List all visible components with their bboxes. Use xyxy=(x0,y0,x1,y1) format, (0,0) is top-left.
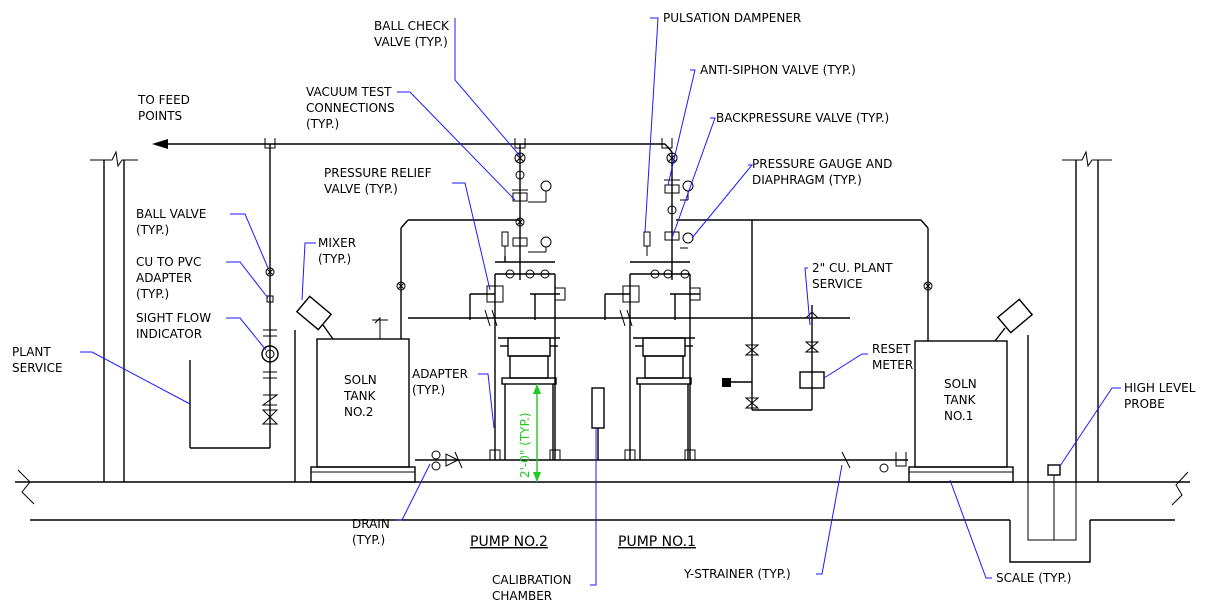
label-pump1: PUMP NO.1 xyxy=(618,534,696,550)
label-drain: DRAIN xyxy=(352,517,390,531)
label-tank1-3: NO.1 xyxy=(944,409,973,423)
mixer-2 xyxy=(295,295,334,340)
mixer-1 xyxy=(994,298,1034,342)
label-high-level: HIGH LEVEL xyxy=(1124,381,1196,395)
label-vacuum-test-2: CONNECTIONS xyxy=(306,101,395,115)
label-adapter: ADAPTER xyxy=(412,367,468,381)
calibration-chamber xyxy=(591,387,605,460)
suction-header xyxy=(415,449,908,473)
plant-service-right xyxy=(722,220,825,411)
label-scale: SCALE (TYP.) xyxy=(996,571,1072,585)
label-gauge-2: DIAPHRAGM (TYP.) xyxy=(752,173,862,187)
label-vacuum-test-3: (TYP.) xyxy=(306,117,339,131)
label-mixer-2: (TYP.) xyxy=(318,252,351,266)
label-tank1-2: TANK xyxy=(943,393,977,407)
label-tank1: SOLN xyxy=(944,377,977,391)
plant-service-branch xyxy=(189,144,279,449)
label-relief-2: VALVE (TYP.) xyxy=(324,182,398,196)
label-drain-2: (TYP.) xyxy=(352,533,385,547)
label-sight-flow: SIGHT FLOW xyxy=(136,311,211,325)
label-gauge: PRESSURE GAUGE AND xyxy=(752,157,892,171)
label-to-feed-2: POINTS xyxy=(138,109,182,123)
label-vacuum-test: VACUUM TEST xyxy=(306,85,392,99)
label-relief: PRESSURE RELIEF xyxy=(324,166,432,180)
label-pump2: PUMP NO.2 xyxy=(470,534,548,550)
label-tank2-3: NO.2 xyxy=(344,405,373,419)
label-reset-meter: RESET xyxy=(872,342,911,356)
label-cu-pvc-2: ADAPTER xyxy=(136,271,192,285)
floor-slab xyxy=(15,469,1190,563)
label-ball-check-2: VALVE (TYP.) xyxy=(374,35,448,49)
label-calibration: CALIBRATION xyxy=(492,573,571,587)
label-to-feed: TO FEED xyxy=(137,93,190,107)
label-cu-plant: 2" CU. PLANT xyxy=(812,261,893,275)
label-tank2-2: TANK xyxy=(343,389,377,403)
leader-lines xyxy=(80,17,1121,586)
label-plant-service: PLANT xyxy=(12,345,51,359)
label-ball-valve: BALL VALVE xyxy=(136,207,206,221)
label-y-strainer: Y-STRAINER (TYP.) xyxy=(683,567,791,581)
labels: TO FEED POINTS BALL CHECK VALVE (TYP.) V… xyxy=(12,11,1196,603)
label-cu-pvc-3: (TYP.) xyxy=(136,287,169,301)
label-reset-meter-2: METER xyxy=(872,358,913,372)
label-backpressure: BACKPRESSURE VALVE (TYP.) xyxy=(716,111,889,125)
high-level-probe xyxy=(1047,464,1061,540)
label-ball-check: BALL CHECK xyxy=(374,19,450,33)
label-cu-plant-2: SERVICE xyxy=(812,277,863,291)
label-anti-siphon: ANTI-SIPHON VALVE (TYP.) xyxy=(700,63,856,77)
label-ball-valve-2: (TYP.) xyxy=(136,223,169,237)
discharge-tree-1 xyxy=(604,152,701,460)
label-tank2: SOLN xyxy=(344,373,377,387)
label-adapter-2: (TYP.) xyxy=(412,383,445,397)
label-high-level-2: PROBE xyxy=(1124,397,1165,411)
pump-2 xyxy=(498,337,560,460)
label-mixer: MIXER xyxy=(318,236,356,250)
right-wall xyxy=(1062,150,1112,482)
dimension-2ft: 2'-0" (TYP.) xyxy=(518,384,541,482)
solution-tank-1 xyxy=(676,219,1029,483)
discharge-tree-2 xyxy=(469,152,566,460)
dimension-label: 2'-0" (TYP.) xyxy=(518,413,532,478)
label-calibration-2: CHAMBER xyxy=(492,589,552,603)
label-plant-service-2: SERVICE xyxy=(12,361,63,375)
recirculation-line xyxy=(408,309,850,327)
label-pulsation: PULSATION DAMPENER xyxy=(663,11,801,25)
pump-1 xyxy=(633,337,695,460)
solution-tank-2 xyxy=(294,219,520,483)
label-cu-pvc: CU TO PVC xyxy=(136,255,201,269)
left-wall xyxy=(90,150,138,482)
label-sight-flow-2: INDICATOR xyxy=(136,327,202,341)
